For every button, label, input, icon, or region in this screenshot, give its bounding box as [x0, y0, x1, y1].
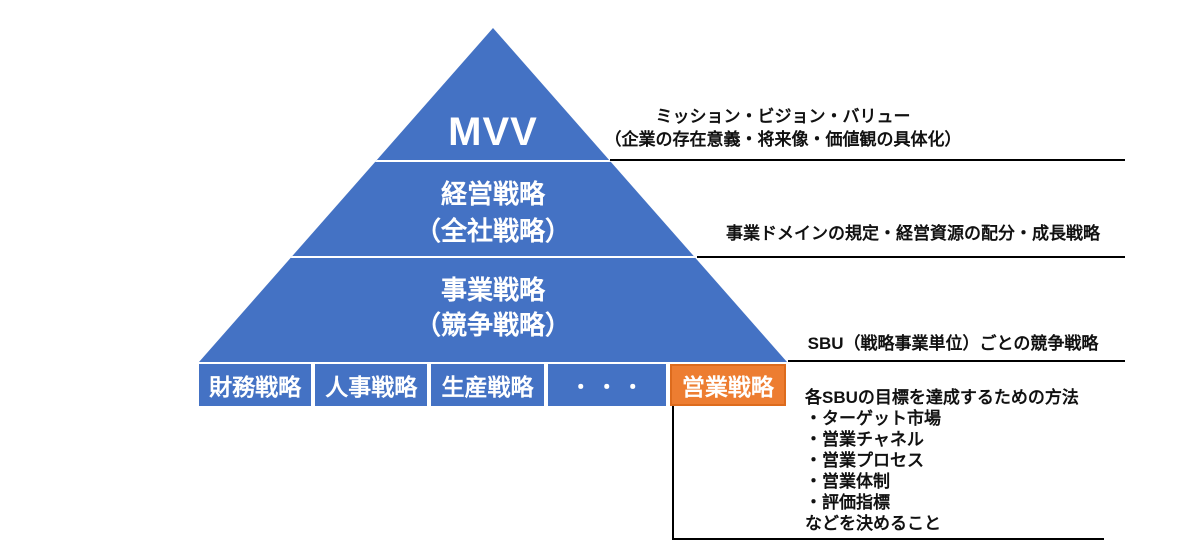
- sales-detail-annotation: 各SBUの目標を達成するための方法 ・ターゲット市場 ・営業チャネル ・営業プロ…: [805, 387, 1135, 534]
- pyramid-divider-1: [199, 160, 787, 162]
- mvv-annotation-line2: （企業の存在意義・将来像・価値観の具体化）: [604, 130, 962, 149]
- sales-detail-item-target-market: ・ターゲット市場: [805, 409, 941, 428]
- functional-strategy-row: 財務戦略 人事戦略 生産戦略 ・・・ 営業戦略: [199, 364, 787, 406]
- sales-detail-title: 各SBUの目標を達成するための方法: [805, 388, 1079, 407]
- sales-detail-bottom-border: [672, 538, 1104, 540]
- mvv-annotation-line1: ミッション・ビジョン・バリュー: [655, 107, 911, 126]
- sales-detail-item-kpi: ・評価指標: [805, 493, 890, 512]
- func-box-production: 生産戦略: [431, 364, 544, 406]
- sales-detail-left-border: [672, 406, 674, 540]
- corporate-label-sub: （全社戦略）: [414, 216, 571, 246]
- corporate-underline: [697, 256, 1125, 258]
- pyramid-divider-2: [199, 256, 787, 258]
- sales-detail-item-process: ・営業プロセス: [805, 451, 924, 470]
- func-box-finance: 財務戦略: [199, 364, 312, 406]
- mvv-annotation: ミッション・ビジョン・バリュー （企業の存在意義・将来像・価値観の具体化）: [598, 105, 968, 151]
- sales-detail-item-structure: ・営業体制: [805, 472, 890, 491]
- func-box-sales: 営業戦略: [669, 364, 787, 406]
- sales-detail-footer: などを決めること: [805, 514, 941, 533]
- pyramid-level-business-label: 事業戦略 （競争戦略）: [199, 273, 787, 343]
- pyramid-level-corporate-label: 経営戦略 （全社戦略）: [199, 176, 787, 250]
- corporate-annotation: 事業ドメインの規定・経営資源の配分・成長戦略: [726, 224, 1100, 243]
- business-label-main: 事業戦略: [440, 275, 545, 305]
- pyramid-level-mvv-label: MVV: [448, 110, 538, 154]
- corporate-label-main: 経営戦略: [440, 179, 545, 209]
- business-label-sub: （競争戦略）: [414, 310, 571, 340]
- pyramid: MVV 経営戦略 （全社戦略） 事業戦略 （競争戦略）: [199, 28, 787, 362]
- func-box-hr: 人事戦略: [315, 364, 428, 406]
- business-underline: [788, 360, 1125, 362]
- sales-detail-item-channel: ・営業チャネル: [805, 430, 924, 449]
- mvv-underline: [610, 159, 1125, 161]
- business-annotation: SBU（戦略事業単位）ごとの競争戦略: [807, 334, 1099, 353]
- func-box-ellipsis: ・・・: [547, 364, 666, 406]
